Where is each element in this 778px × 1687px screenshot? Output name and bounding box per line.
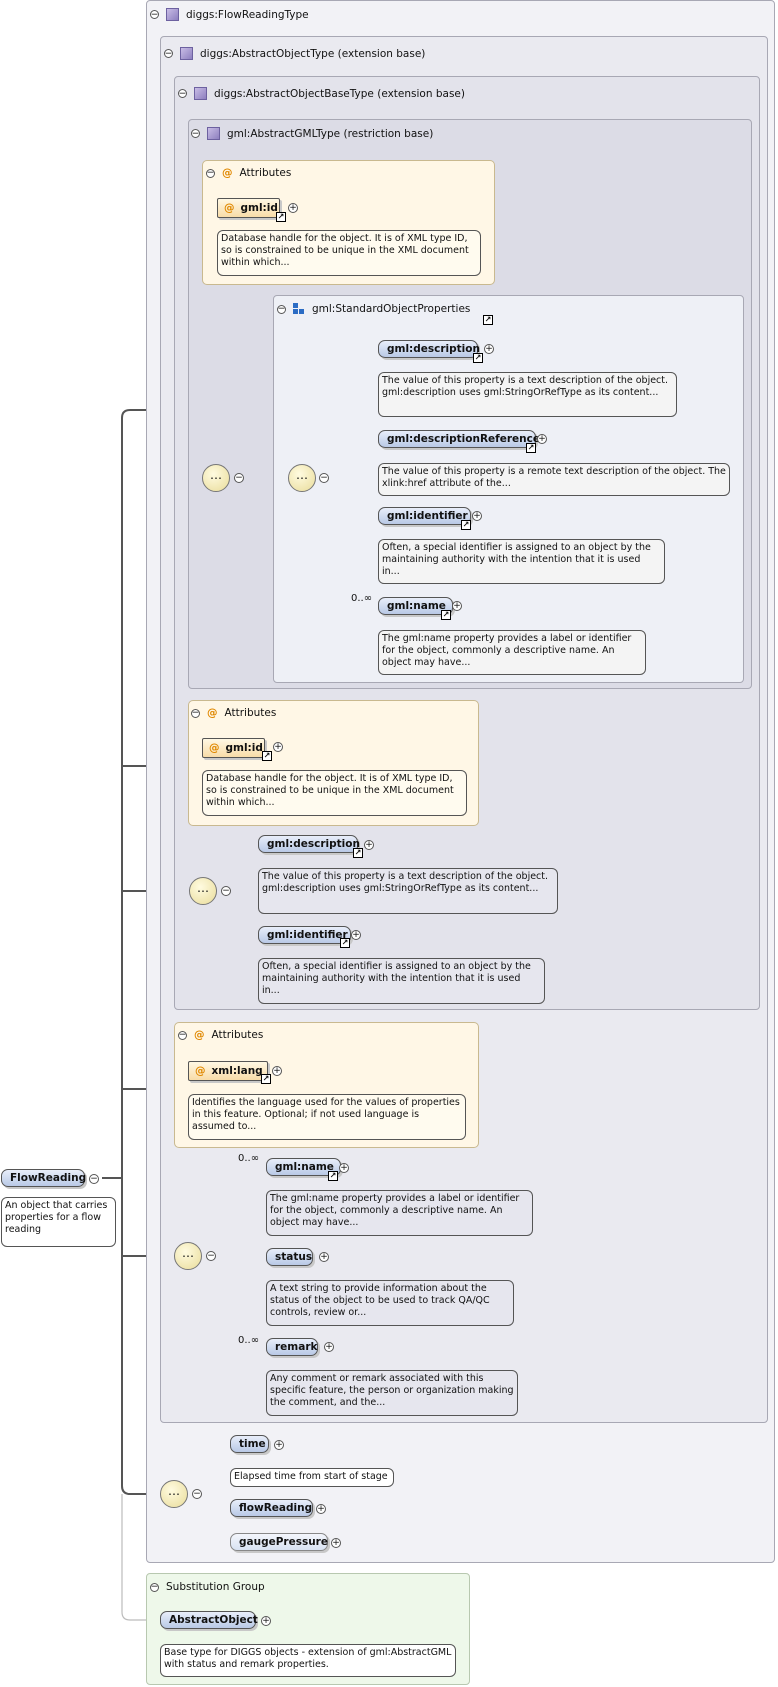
- element-doc: The gml:name property provides a label o…: [378, 630, 646, 675]
- abstractobjecttype-header: − diggs:AbstractObjectType (extension ba…: [164, 47, 426, 60]
- occurrence-label: 0..∞: [351, 593, 373, 604]
- expand-icon[interactable]: +: [273, 742, 283, 752]
- collapse-icon[interactable]: −: [178, 88, 187, 99]
- sequence-compositor-icon: ⋯: [174, 1242, 202, 1270]
- reference-icon: ↗: [340, 938, 350, 948]
- element-doc: Elapsed time from start of stage: [230, 1468, 394, 1487]
- element-gml-identifier[interactable]: gml:identifier: [378, 507, 471, 525]
- element-doc: A text string to provide information abo…: [266, 1280, 514, 1326]
- element-gml-name[interactable]: gml:name: [378, 597, 453, 615]
- attributes-header: − @ Attributes: [206, 167, 292, 179]
- expand-icon[interactable]: +: [452, 601, 462, 611]
- reference-icon: ↗: [461, 520, 471, 530]
- complex-type-icon: [180, 47, 193, 60]
- abstractgmltype-header: − gml:AbstractGMLType (restriction base): [191, 127, 434, 140]
- element-doc: The value of this property is a remote t…: [378, 463, 730, 496]
- group-icon: [293, 303, 305, 315]
- collapse-icon[interactable]: −: [277, 304, 286, 314]
- expand-icon[interactable]: +: [261, 1616, 271, 1626]
- expand-icon[interactable]: +: [319, 1252, 329, 1262]
- standardobjectproperties-header: − gml:StandardObjectProperties: [277, 303, 471, 315]
- substitution-group-header: − Substitution Group: [150, 1581, 265, 1593]
- attribute-gml-id[interactable]: @ gml:id: [217, 198, 280, 218]
- expand-icon[interactable]: +: [272, 1066, 282, 1076]
- element-time[interactable]: time: [230, 1435, 269, 1453]
- collapse-icon[interactable]: −: [191, 128, 200, 139]
- expand-icon[interactable]: +: [331, 1538, 341, 1548]
- attribute-doc: Identifies the language used for the val…: [188, 1094, 466, 1140]
- element-gml-identifier[interactable]: gml:identifier: [258, 926, 351, 944]
- element-gml-name[interactable]: gml:name: [266, 1158, 341, 1176]
- complex-type-icon: [207, 127, 220, 140]
- expand-icon[interactable]: +: [274, 1440, 284, 1450]
- collapse-icon[interactable]: −: [191, 708, 200, 718]
- expand-icon[interactable]: +: [484, 344, 494, 354]
- expand-icon[interactable]: +: [351, 930, 361, 940]
- element-doc: The value of this property is a text des…: [258, 868, 558, 914]
- expand-icon[interactable]: +: [364, 840, 374, 850]
- reference-icon: ↗: [473, 353, 483, 363]
- complex-type-icon: [194, 87, 207, 100]
- occurrence-label: 0..∞: [238, 1335, 260, 1346]
- sequence-compositor-icon: ⋯: [288, 464, 316, 492]
- attribute-doc: Database handle for the object. It is of…: [202, 770, 467, 816]
- element-doc: Any comment or remark associated with th…: [266, 1370, 518, 1416]
- collapse-icon[interactable]: −: [178, 1030, 187, 1040]
- reference-icon: ↗: [276, 212, 286, 222]
- reference-icon: ↗: [441, 610, 451, 620]
- reference-icon: ↗: [483, 315, 493, 325]
- attribute-doc: Database handle for the object. It is of…: [217, 230, 481, 276]
- collapse-icon[interactable]: −: [234, 473, 244, 483]
- collapse-icon[interactable]: −: [150, 1582, 159, 1592]
- collapse-icon[interactable]: −: [319, 473, 329, 483]
- element-abstractobject[interactable]: AbstractObject: [160, 1611, 258, 1629]
- root-element-doc: An object that carries properties for a …: [1, 1197, 116, 1247]
- element-doc: Often, a special identifier is assigned …: [258, 958, 545, 1004]
- collapse-icon[interactable]: −: [164, 48, 173, 59]
- expand-icon[interactable]: +: [324, 1342, 334, 1352]
- element-flowreading[interactable]: flowReading: [230, 1499, 313, 1517]
- occurrence-label: 0..∞: [238, 1153, 260, 1164]
- element-remark[interactable]: remark: [266, 1338, 318, 1356]
- reference-icon: ↗: [353, 848, 363, 858]
- element-doc: The gml:name property provides a label o…: [266, 1190, 533, 1236]
- element-doc: Often, a special identifier is assigned …: [378, 539, 665, 584]
- element-gaugepressure[interactable]: gaugePressure: [230, 1533, 328, 1551]
- element-doc: Base type for DIGGS objects - extension …: [160, 1644, 456, 1677]
- attributes-header: − @ Attributes: [191, 707, 277, 719]
- expand-icon[interactable]: +: [316, 1504, 326, 1514]
- element-status[interactable]: status: [266, 1248, 313, 1266]
- sequence-compositor-icon: ⋯: [160, 1480, 188, 1508]
- root-element-flowreading[interactable]: FlowReading: [1, 1169, 86, 1187]
- collapse-icon[interactable]: −: [206, 168, 215, 178]
- element-gml-description[interactable]: gml:description: [378, 340, 480, 358]
- sequence-compositor-icon: ⋯: [189, 877, 217, 905]
- complex-type-icon: [166, 8, 179, 21]
- attribute-xml-lang[interactable]: @ xml:lang: [188, 1061, 268, 1081]
- expand-icon[interactable]: +: [339, 1163, 349, 1173]
- collapse-icon[interactable]: −: [192, 1489, 202, 1499]
- collapse-icon[interactable]: −: [221, 886, 231, 896]
- element-doc: The value of this property is a text des…: [378, 372, 677, 417]
- abstractobjectbasetype-header: − diggs:AbstractObjectBaseType (extensio…: [178, 87, 465, 100]
- element-gml-descriptionreference[interactable]: gml:descriptionReference: [378, 430, 540, 448]
- attributes-header: − @ Attributes: [178, 1029, 264, 1041]
- reference-icon: ↗: [261, 1074, 271, 1084]
- sequence-compositor-icon: ⋯: [202, 464, 230, 492]
- flowreadingtype-header: − diggs:FlowReadingType: [150, 8, 309, 21]
- element-gml-description[interactable]: gml:description: [258, 835, 360, 853]
- collapse-icon[interactable]: −: [150, 9, 159, 20]
- reference-icon: ↗: [328, 1171, 338, 1181]
- collapse-icon[interactable]: −: [89, 1174, 99, 1184]
- expand-icon[interactable]: +: [472, 511, 482, 521]
- collapse-icon[interactable]: −: [206, 1251, 216, 1261]
- reference-icon: ↗: [526, 443, 536, 453]
- attribute-gml-id[interactable]: @ gml:id: [202, 738, 265, 758]
- reference-icon: ↗: [262, 751, 272, 761]
- expand-icon[interactable]: +: [537, 434, 547, 444]
- expand-icon[interactable]: +: [288, 203, 298, 213]
